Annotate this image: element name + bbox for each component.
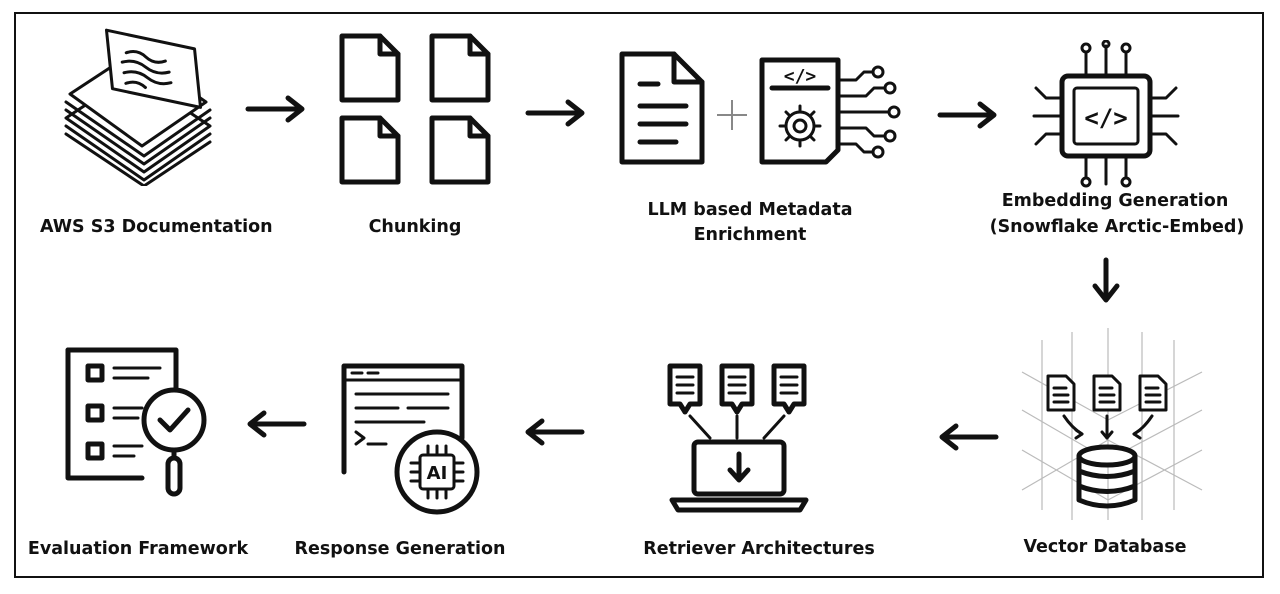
laptop-retrieval-icon — [667, 363, 809, 513]
label-retriever: Retriever Architectures — [643, 539, 875, 559]
checklist-magnifier-icon — [65, 347, 207, 497]
label-embedding-line1: Embedding Generation — [1001, 191, 1229, 211]
chip-code-tag: </> — [1084, 104, 1127, 132]
document-stack-icon — [64, 28, 212, 186]
label-metadata-line2: Enrichment — [693, 225, 807, 245]
arrow-down-icon — [1092, 257, 1120, 303]
database-icon — [1021, 328, 1203, 520]
arrow-left-icon — [247, 410, 307, 438]
arrow-left-icon — [939, 423, 999, 451]
label-chunking: Chunking — [368, 217, 462, 237]
label-response: Response Generation — [294, 539, 506, 559]
file-chunks-icon — [339, 33, 491, 185]
label-evaluation: Evaluation Framework — [27, 539, 249, 559]
code-tag: </> — [784, 66, 817, 87]
label-aws-s3: AWS S3 Documentation — [40, 217, 273, 237]
document-plus-code-icon: </> — [619, 51, 901, 165]
arrow-left-icon — [525, 418, 585, 446]
arrow-right-icon — [245, 95, 305, 123]
label-vector-db: Vector Database — [1023, 537, 1187, 557]
chip-code-icon: </> — [1032, 40, 1180, 188]
label-metadata-line1: LLM based Metadata — [647, 200, 853, 220]
arrow-right-icon — [937, 101, 997, 129]
label-embedding-line2: (Snowflake Arctic-Embed) — [989, 217, 1245, 237]
arrow-right-icon — [525, 99, 585, 127]
ai-badge: AI — [427, 463, 448, 484]
ai-chip-terminal-icon: AI — [341, 363, 480, 515]
